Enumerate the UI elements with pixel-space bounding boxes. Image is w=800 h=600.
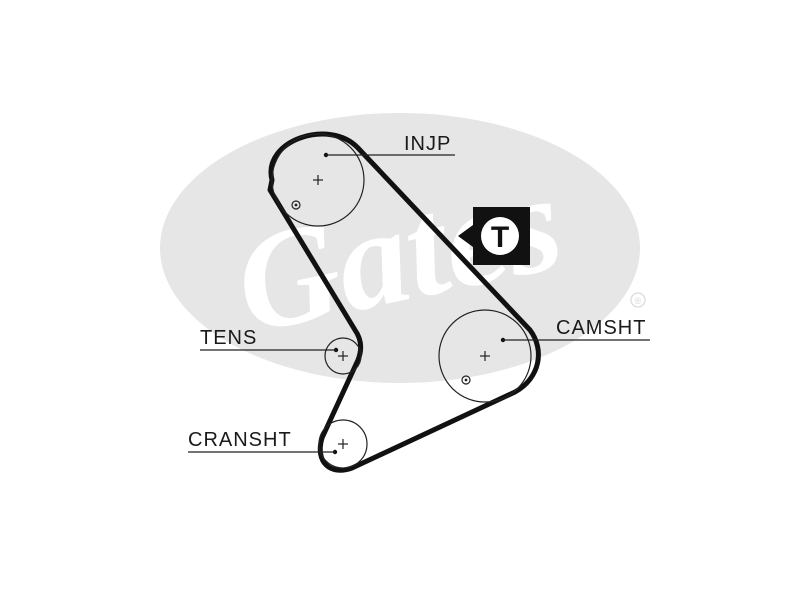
label-crankshaft: CRANSHT bbox=[188, 429, 292, 451]
camshaft-pulley bbox=[438, 309, 650, 403]
injection-pump-pulley-circle bbox=[271, 133, 365, 227]
camshaft-timing-mark-icon bbox=[461, 375, 471, 385]
label-tensioner: TENS bbox=[200, 327, 257, 349]
tensioner-badge-icon: T bbox=[458, 207, 530, 265]
injection-pump-center-cross-icon bbox=[313, 175, 323, 185]
camshaft-center-cross-icon bbox=[480, 351, 490, 361]
crankshaft-center-cross-icon bbox=[338, 439, 348, 449]
camshaft-timing-dot bbox=[464, 378, 468, 382]
crankshaft-pulley-circle bbox=[318, 419, 368, 469]
badge-letter: T bbox=[491, 221, 509, 254]
tensioner-pulley bbox=[200, 337, 362, 375]
registered-mark-text: ® bbox=[635, 296, 642, 306]
injection-pump-timing-dot bbox=[294, 203, 298, 207]
watermark-ellipse bbox=[160, 113, 640, 383]
registered-mark-circle bbox=[630, 292, 646, 308]
crankshaft-pulley bbox=[188, 419, 368, 469]
badge-inner-circle bbox=[481, 217, 519, 255]
injection-pump-timing-mark-icon bbox=[291, 200, 301, 210]
tensioner-center-cross-icon bbox=[338, 351, 348, 361]
label-injection-pump: INJP bbox=[404, 133, 451, 155]
injection-pump-pulley bbox=[271, 133, 455, 227]
camshaft-pulley-circle bbox=[438, 309, 532, 403]
label-camshaft: CAMSHT bbox=[556, 317, 646, 339]
tensioner-pulley-circle bbox=[324, 337, 362, 375]
